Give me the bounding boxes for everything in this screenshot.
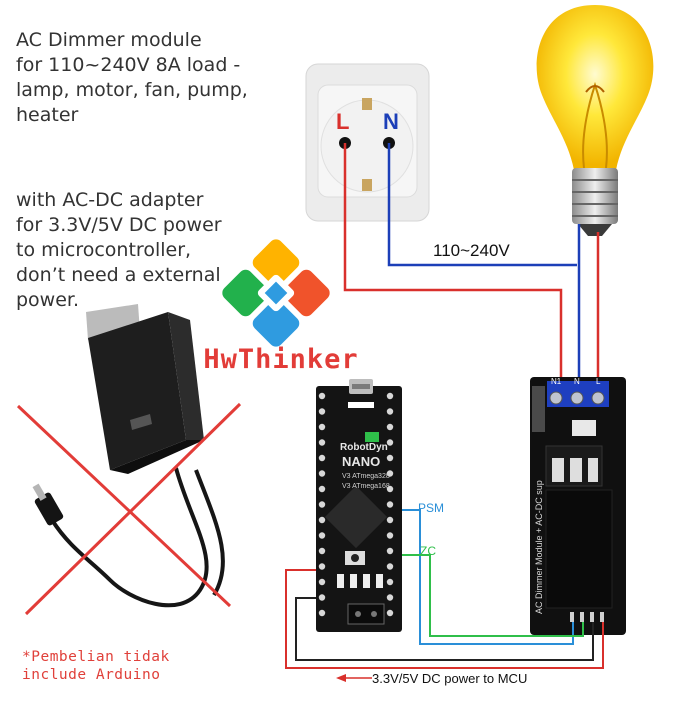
header-pin xyxy=(318,485,326,493)
dimmer-terminal-label-n: N xyxy=(574,377,580,386)
voltage-label: 110~240V xyxy=(433,241,510,260)
power-label: 3.3V/5V DC power to MCU xyxy=(372,671,527,686)
vcc-wire xyxy=(285,569,604,669)
description-line: to microcontroller, xyxy=(16,239,192,261)
description-line: lamp, motor, fan, pump, xyxy=(16,79,248,101)
header-pin xyxy=(318,563,326,570)
arduino-chip-line-1: V3 ATmega328 xyxy=(342,473,390,480)
header-pin xyxy=(386,485,394,493)
socket-neutral-label: N xyxy=(383,109,399,134)
header-pin xyxy=(386,470,394,477)
hwthinker-logo-icon xyxy=(222,239,330,347)
header-pin xyxy=(318,594,326,601)
psm-label: PSM xyxy=(418,501,444,515)
dimmer-module-text: AC Dimmer Module + AC-DC sup xyxy=(534,480,544,614)
header-pin xyxy=(386,392,394,400)
header-pin xyxy=(386,578,394,586)
dimmer-terminal-label-l: L xyxy=(596,377,601,386)
header-pin xyxy=(386,609,394,617)
header-pin xyxy=(318,578,326,586)
not-included-cross-icon xyxy=(16,402,242,616)
power-adapter-icon xyxy=(32,304,225,608)
description-line: for 3.3V/5V DC power xyxy=(16,214,222,236)
power-arrow-icon xyxy=(336,674,372,682)
header-pin xyxy=(386,594,394,601)
gnd-wire xyxy=(295,597,594,661)
header-pin xyxy=(318,609,326,617)
description-line: for 110~240V 8A load - xyxy=(16,54,241,76)
dimmer-terminal-label-n1: N1 xyxy=(551,377,562,386)
signal-wires xyxy=(285,509,604,669)
header-pin xyxy=(318,423,326,431)
header-pin xyxy=(318,470,326,477)
header-pin xyxy=(318,392,326,400)
brand-name: HwThinker xyxy=(203,344,359,375)
description-line: AC Dimmer module xyxy=(16,29,202,51)
header-pin xyxy=(318,516,326,524)
description-paragraph-2: with AC-DC adapter for 3.3V/5V DC power … xyxy=(16,188,222,313)
header-pin xyxy=(386,532,394,539)
header-pin xyxy=(386,563,394,570)
purchase-note: *Pembelian tidak include Arduino xyxy=(22,648,170,684)
socket-live-label: L xyxy=(336,109,349,134)
description-line: with AC-DC adapter xyxy=(16,189,204,211)
description-line: heater xyxy=(16,104,79,126)
header-pin xyxy=(386,516,394,524)
arduino-board-icon xyxy=(316,379,402,632)
header-pin xyxy=(318,439,326,446)
ac-wires xyxy=(343,143,600,377)
header-pin xyxy=(386,439,394,446)
header-pin xyxy=(318,532,326,539)
header-pin xyxy=(386,547,394,555)
description-paragraph-1: AC Dimmer module for 110~240V 8A load - … xyxy=(16,28,248,128)
neutral-wire xyxy=(387,143,577,267)
dimmer-module-icon xyxy=(530,377,626,635)
wall-socket-icon xyxy=(305,63,430,222)
header-pin xyxy=(318,547,326,555)
description-line: power. xyxy=(16,289,80,311)
arduino-brand-text: RobotDyn xyxy=(340,442,388,453)
note-line: *Pembelian tidak xyxy=(22,649,170,665)
header-pin xyxy=(318,408,326,415)
arduino-left-pin-header xyxy=(318,392,326,617)
note-line: include Arduino xyxy=(22,667,161,683)
header-pin xyxy=(318,501,326,508)
header-pin xyxy=(386,408,394,415)
arduino-chip-line-2: V3 ATmega168 xyxy=(342,483,390,490)
light-bulb-icon xyxy=(536,5,654,236)
header-pin xyxy=(386,454,394,462)
arduino-right-pin-header xyxy=(386,392,394,617)
arduino-model-text: NANO xyxy=(342,454,380,469)
header-pin xyxy=(386,423,394,431)
zc-wire xyxy=(402,554,584,637)
header-pin xyxy=(386,501,394,508)
zc-label: ZC xyxy=(420,544,436,558)
description-line: don’t need a external xyxy=(16,264,221,286)
header-pin xyxy=(318,454,326,462)
live-wire xyxy=(343,143,563,377)
